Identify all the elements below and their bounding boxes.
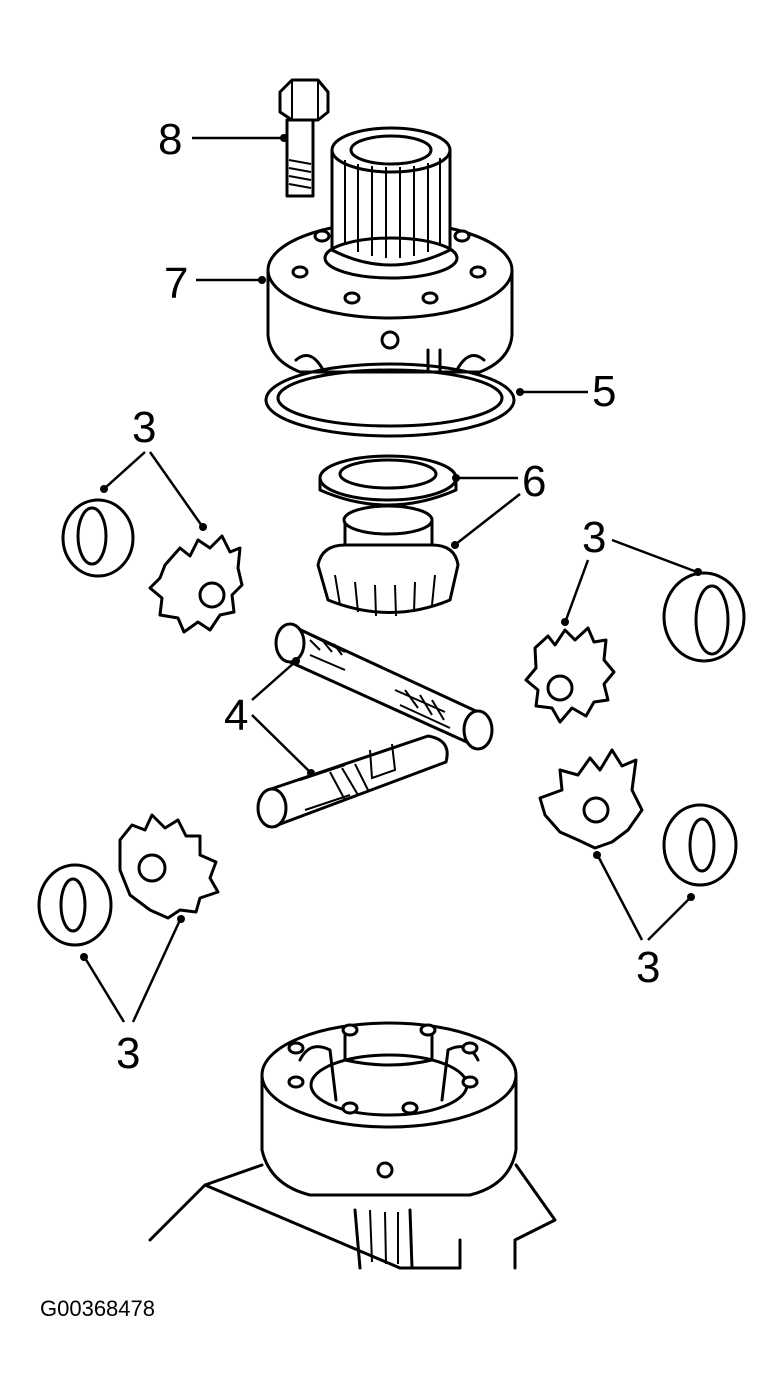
leader-lines	[80, 134, 702, 1023]
figure-code: G00368478	[40, 1296, 155, 1321]
callout-5: 5	[592, 367, 616, 416]
bolt	[278, 78, 330, 198]
side-gear-thrust-washer	[318, 454, 458, 507]
differential-cover	[266, 126, 514, 374]
callout-3-upper-right: 3	[582, 513, 606, 562]
thrust-washer-lower-left	[37, 863, 113, 947]
shim-ring	[264, 362, 516, 438]
thrust-washer-lower-right	[662, 803, 738, 887]
callout-3-lower-left: 3	[116, 1029, 140, 1078]
side-gear	[316, 504, 460, 617]
differential-case	[148, 1021, 557, 1270]
thrust-washer-upper-left	[61, 498, 135, 578]
callout-3-lower-right: 3	[636, 943, 660, 992]
pinion-gear-upper-left	[148, 534, 244, 634]
callout-3-upper-left: 3	[132, 403, 156, 452]
callout-8: 8	[158, 115, 182, 164]
callout-4: 4	[224, 691, 248, 740]
pinion-shafts	[256, 622, 494, 829]
callout-labels: 8 7 5 6 3 3 4 3 3	[116, 115, 660, 1078]
pinion-gear-upper-right	[524, 626, 616, 724]
thrust-washer-upper-right	[662, 571, 746, 663]
pinion-gear-lower-right	[538, 748, 644, 850]
callout-6: 6	[522, 457, 546, 506]
pinion-gear-lower-left	[118, 813, 220, 920]
callout-7: 7	[164, 259, 188, 308]
